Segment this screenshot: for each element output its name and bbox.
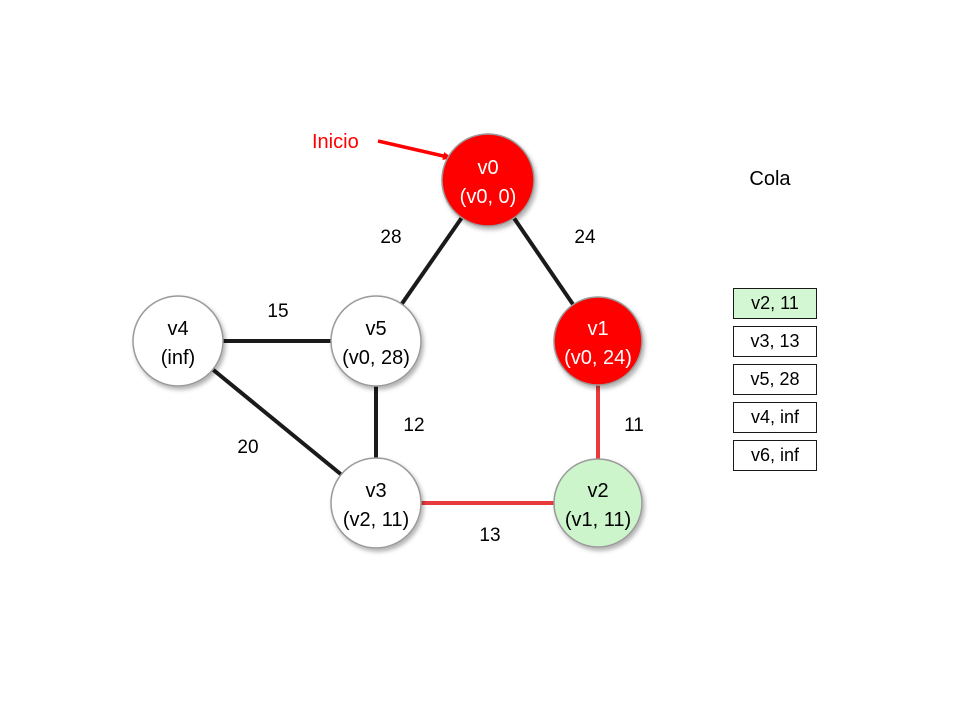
node-v4: v4 (inf) — [132, 295, 224, 387]
node-circle-v3 — [330, 457, 422, 549]
queue-item: v2, 11 — [733, 288, 817, 319]
edge-weight-v4-v3: 20 — [237, 437, 258, 458]
node-circle-v0 — [441, 133, 535, 227]
queue-item: v5, 28 — [733, 364, 817, 395]
queue-title: Cola — [749, 168, 791, 190]
edge-weight-v0-v1: 24 — [574, 227, 596, 248]
node-v0: v0 (v0, 0) — [441, 133, 535, 227]
node-label-v4: (inf) — [161, 347, 195, 369]
node-v5: v5 (v0, 28) — [330, 295, 422, 387]
node-circle-v5 — [330, 295, 422, 387]
node-circle-v4 — [132, 295, 224, 387]
node-label-v0: (v0, 0) — [460, 186, 517, 208]
node-label-v2: (v1, 11) — [565, 509, 631, 531]
node-circle-v1 — [553, 296, 643, 386]
node-v3: v3 (v2, 11) — [330, 457, 422, 549]
node-name-v1: v1 — [587, 318, 608, 340]
edge-weight-v3-v2: 13 — [479, 525, 500, 546]
start-arrow — [377, 139, 453, 160]
priority-queue: v2, 11 v3, 13 v5, 28 v4, inf v6, inf — [733, 288, 817, 478]
node-name-v0: v0 — [477, 157, 498, 179]
edge-weight-v0-v5: 28 — [380, 227, 401, 248]
edge-weight-v4-v5: 15 — [267, 301, 288, 322]
node-label-v1: (v0, 24) — [564, 347, 632, 369]
edge-weight-v1-v2: 11 — [624, 415, 644, 436]
queue-item: v4, inf — [733, 402, 817, 433]
queue-item: v3, 13 — [733, 326, 817, 357]
node-name-v5: v5 — [365, 318, 386, 340]
start-label: Inicio — [312, 131, 359, 153]
node-name-v2: v2 — [587, 480, 608, 502]
node-circle-v2 — [553, 458, 643, 548]
edge-weight-v5-v3: 12 — [403, 415, 424, 436]
node-label-v3: (v2, 11) — [343, 509, 409, 531]
node-v2: v2 (v1, 11) — [553, 458, 643, 548]
node-v1: v1 (v0, 24) — [553, 296, 643, 386]
node-name-v3: v3 — [365, 480, 386, 502]
queue-item: v6, inf — [733, 440, 817, 471]
node-label-v5: (v0, 28) — [342, 347, 410, 369]
node-name-v4: v4 — [167, 318, 188, 340]
